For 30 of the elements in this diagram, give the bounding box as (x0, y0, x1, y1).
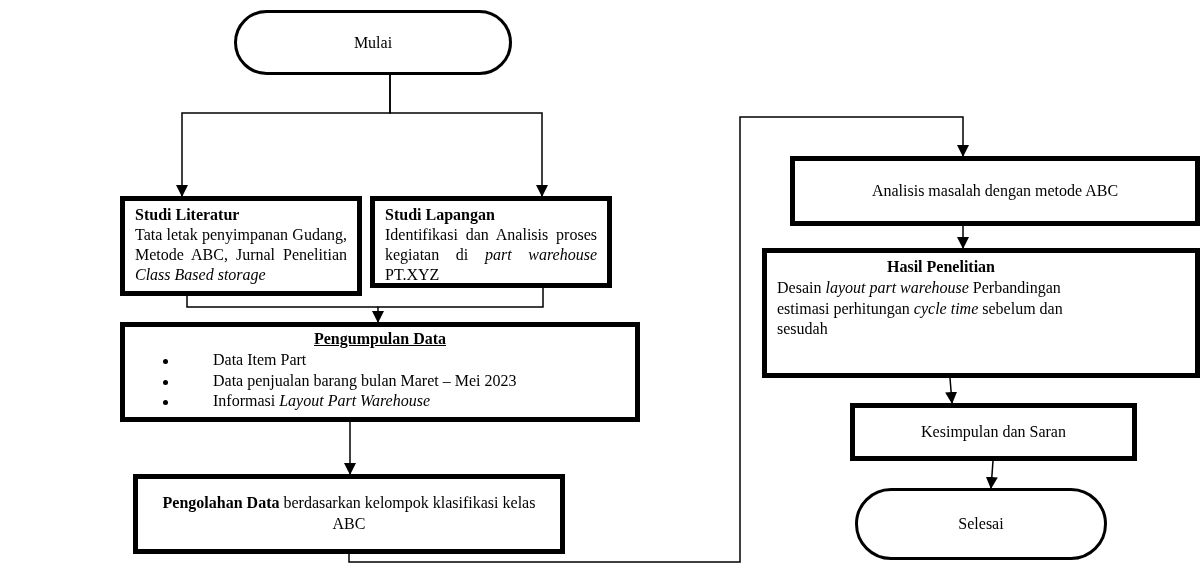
box-text: Identifikasi dan Analisis proses kegiatan di part warehouse PT.XYZ (385, 225, 597, 285)
box-text: Analisis masalah dengan metode ABC (871, 180, 1119, 202)
box-text: Selesai (958, 515, 1004, 533)
arrow (985, 460, 998, 489)
arrow (389, 74, 548, 197)
process-box (133, 474, 565, 554)
box-text: Studi Lapangan (385, 205, 496, 225)
process-box (790, 156, 1200, 226)
box-text: Hasil Penelitian (886, 257, 996, 277)
box-text: Pengumpulan Data (313, 329, 447, 350)
box-text: Desain layout part warehouse Perbandingan estimasi perhitungan cycle time sebelum dan sesudah (777, 277, 1064, 340)
box-text: Tata letak penyimpanan Gudang, Metode ABC, Jurnal Penelitian Class Based storage (135, 225, 347, 285)
box-text: Pengolahan Data berdasarkan kelompok klasifikasi kelas ABC (161, 493, 537, 534)
process-box (120, 322, 640, 422)
list-item: Data Item Part (213, 349, 308, 370)
box-text: Kesimpulan dan Saran (921, 421, 1066, 443)
arrow (344, 421, 356, 475)
arrow (348, 116, 969, 563)
list-item: Data penjualan barang bulan Maret – Mei 2023 (213, 370, 518, 392)
process-box (850, 403, 1137, 461)
connector-line (186, 295, 379, 308)
box-text: Studi Literatur (135, 205, 241, 225)
arrow (945, 377, 958, 404)
arrow (372, 287, 544, 323)
box-text: Mulai (353, 33, 393, 52)
process-box (370, 196, 612, 288)
process-box (762, 248, 1200, 378)
arrow (957, 225, 969, 249)
list-item: Informasi Layout Part Warehouse (213, 391, 431, 412)
process-box (120, 196, 362, 296)
